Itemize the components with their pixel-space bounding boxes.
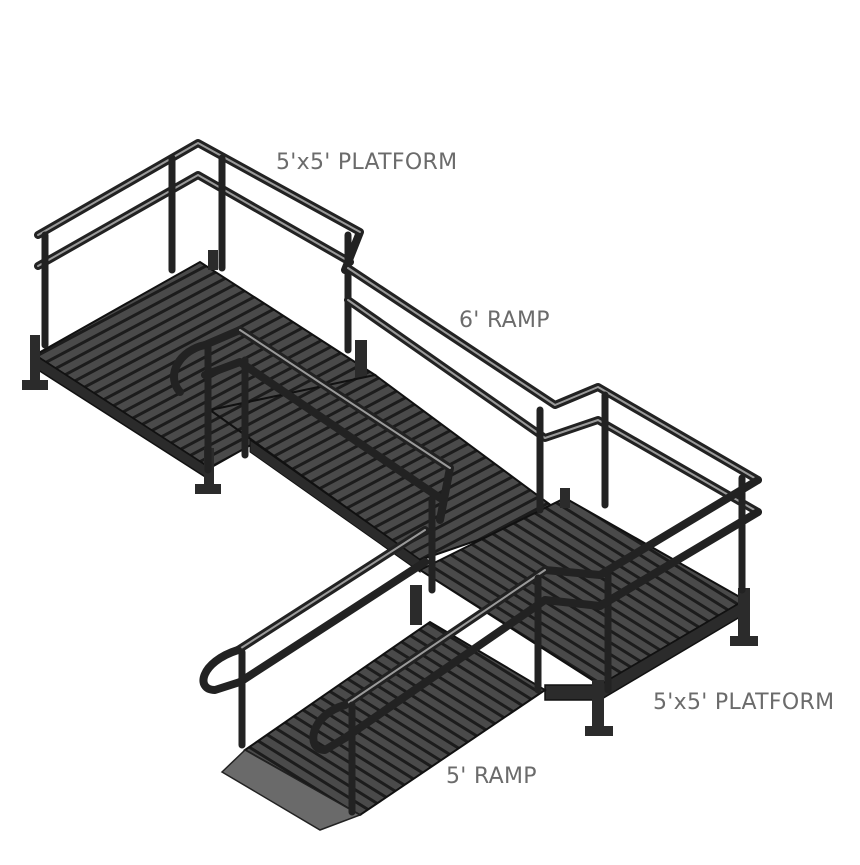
- right-platform-post: [560, 488, 570, 508]
- right-platform-foot: [730, 636, 758, 646]
- top-platform-label: 5'x5' PLATFORM: [276, 150, 458, 175]
- rail-6ramp-inner-upper-hl: [239, 329, 451, 469]
- rail-5ramp-return: [199, 646, 244, 694]
- rail-6ramp-inner-lower: [201, 358, 444, 502]
- top-platform-foot: [195, 484, 221, 494]
- right-platform: [410, 488, 758, 736]
- rail-6ramp-inner-return: [170, 341, 209, 396]
- ramp-6ft-edge: [249, 439, 421, 573]
- right-platform-post: [592, 680, 604, 726]
- rail-5ramp-upper-hl: [237, 529, 426, 651]
- railings: [34, 139, 762, 816]
- rail-5ramp-inner-upper-hl: [344, 569, 546, 706]
- right-platform-label: 5'x5' PLATFORM: [653, 690, 835, 715]
- rail-5ramp-lower: [236, 558, 429, 686]
- top-platform-post: [208, 250, 218, 270]
- right-platform-post: [738, 588, 750, 636]
- ramp-5ft-landing-plate: [220, 749, 362, 831]
- rail-6ramp-upper-hl: [347, 267, 759, 481]
- rail-6ramp-lower-hl: [347, 299, 759, 513]
- rail-top-lower: [34, 171, 354, 270]
- rail-right-front-lower: [596, 508, 762, 610]
- right-platform-post: [410, 585, 422, 625]
- rail-5ramp-inner-return: [309, 701, 349, 754]
- right-platform-foot: [585, 726, 613, 736]
- ramp-6ft-label: 6' RAMP: [459, 308, 550, 333]
- rail-right-front-upper: [596, 476, 762, 579]
- rail-5ramp-inner-lower: [341, 596, 604, 742]
- ramp-5ft-label: 5' RAMP: [446, 764, 537, 789]
- rail-top-upper-hl: [37, 142, 361, 236]
- top-platform-post: [355, 340, 367, 380]
- top-platform-post: [30, 335, 40, 385]
- ramp-5ft: [220, 620, 547, 831]
- rail-top-lower-hl: [37, 174, 351, 267]
